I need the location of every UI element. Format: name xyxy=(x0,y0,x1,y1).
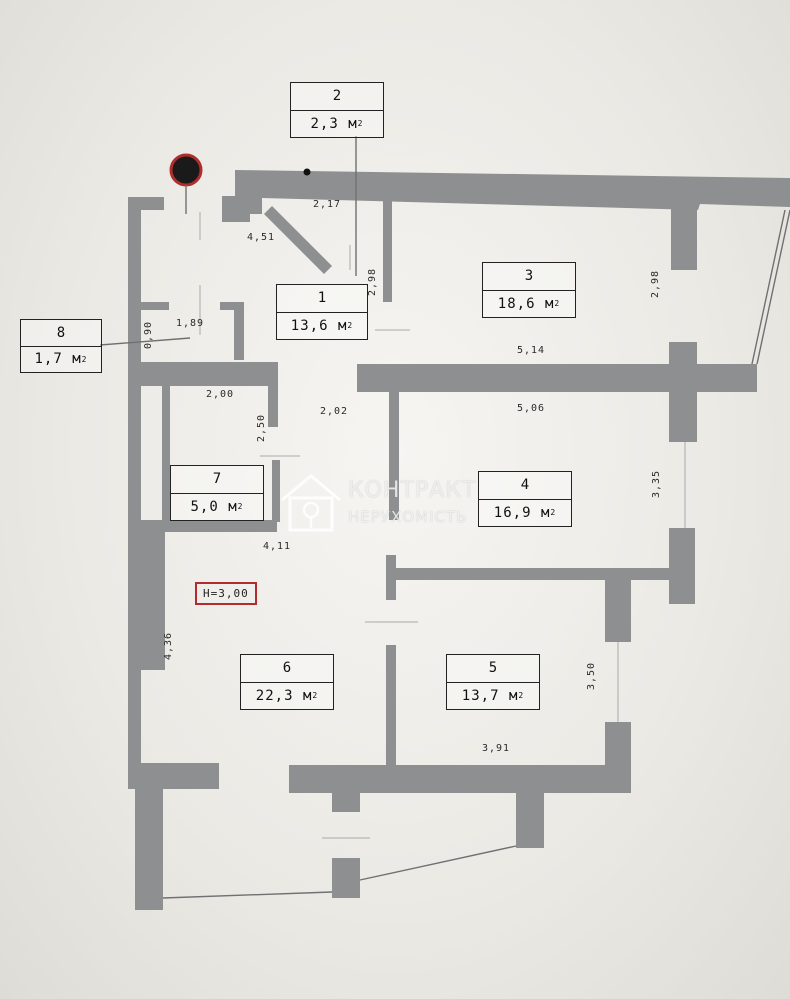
right-wall-4 xyxy=(605,580,631,642)
watermark-line-1: КОНТРАКТ xyxy=(348,478,477,503)
wall-room56-divider-top xyxy=(386,555,396,600)
dim-3-91: 3,91 xyxy=(482,743,511,754)
room-5-number: 5 xyxy=(447,655,539,683)
wall-bath-leftv xyxy=(162,386,170,526)
room-7-area-exponent: 2 xyxy=(237,502,244,512)
room-5-area: 13,7 м xyxy=(461,687,519,704)
window-room3 xyxy=(756,209,790,365)
dim-2-00: 2,00 xyxy=(206,389,235,400)
room-7-area: 5,0 м xyxy=(190,498,238,515)
wall-bottom-right xyxy=(289,765,631,793)
room-6-number: 6 xyxy=(241,655,333,683)
dim-4-36: 4,36 xyxy=(163,631,174,660)
wall-bath-right xyxy=(268,362,278,427)
dim-0-90: 0,90 xyxy=(143,320,154,349)
balcony-rail-left xyxy=(162,891,333,899)
ceiling-height-label: H=3,00 xyxy=(195,582,257,605)
wall-closet-right xyxy=(234,302,244,360)
room-3-area-exponent: 2 xyxy=(554,299,561,309)
dim-4-11: 4,11 xyxy=(263,541,292,552)
balcony-rail-right xyxy=(359,845,517,881)
watermark-house-icon xyxy=(281,474,341,532)
wall-entry-stub xyxy=(222,196,250,222)
dim-5-06: 5,06 xyxy=(517,403,546,414)
wall-bath-bottom xyxy=(162,520,277,532)
room-1-number: 1 xyxy=(277,285,367,313)
dim-1-89: 1,89 xyxy=(176,318,205,329)
top-wall xyxy=(235,170,790,214)
wall-closet-top2 xyxy=(220,302,244,310)
wall-diagonal xyxy=(264,206,332,274)
right-wall-3 xyxy=(669,528,695,604)
room-8-area: 1,7 м xyxy=(34,351,82,368)
room-8-area-exponent: 2 xyxy=(81,354,88,364)
leader-room-8 xyxy=(99,337,191,346)
room-4-area: 16,9 м xyxy=(493,504,551,521)
left-balcony-wall xyxy=(135,787,163,910)
leader-dot xyxy=(303,168,311,176)
meter-marker-icon xyxy=(169,153,203,187)
window-room3-b xyxy=(751,209,786,365)
dim-2-50: 2,50 xyxy=(256,413,267,442)
wall-room56-divider xyxy=(386,645,396,767)
wall-5-14 xyxy=(357,364,757,392)
wall-room3-left-top xyxy=(383,198,392,302)
wall-room5-top xyxy=(395,568,671,580)
watermark-line-2: НЕРУХОМІСТЬ xyxy=(348,508,468,526)
wall-room4-stub xyxy=(272,460,280,522)
room-4-area-exponent: 2 xyxy=(550,508,557,518)
room-6-area-exponent: 2 xyxy=(312,691,319,701)
room-4-number: 4 xyxy=(479,472,571,500)
wall-bottom-left xyxy=(128,763,219,789)
wall-balcony-center xyxy=(332,858,360,898)
room-2-area-exponent: 2 xyxy=(357,119,364,129)
room-7-number: 7 xyxy=(171,466,263,494)
left-outer-wall xyxy=(128,197,141,787)
room-2-number: 2 xyxy=(291,83,383,111)
wall-balcony-pillar xyxy=(332,790,360,812)
wall-closet-top xyxy=(135,302,169,310)
dim-2-17: 2,17 xyxy=(313,199,342,210)
dim-5-14: 5,14 xyxy=(517,345,546,356)
room-3-number: 3 xyxy=(483,263,575,291)
room-8-number: 8 xyxy=(21,320,101,347)
wall-left-niche xyxy=(135,520,165,670)
room-1-area: 13,6 м xyxy=(290,317,348,334)
dim-3-50: 3,50 xyxy=(586,661,597,690)
dim-3-35: 3,35 xyxy=(651,469,662,498)
wall-bath-left xyxy=(135,362,277,386)
wall-room4-left xyxy=(389,392,399,520)
room-6-area: 22,3 м xyxy=(255,687,313,704)
dim-2-98-a: 2,98 xyxy=(367,267,378,296)
dim-2-02: 2,02 xyxy=(320,406,349,417)
dim-4-51: 4,51 xyxy=(247,232,276,243)
watermark: КОНТРАКТ НЕРУХОМІСТЬ xyxy=(278,470,518,534)
dim-2-98-b: 2,98 xyxy=(650,269,661,298)
right-wall-1 xyxy=(671,204,697,270)
room-3-area: 18,6 м xyxy=(497,295,555,312)
room-1-area-exponent: 2 xyxy=(347,321,354,331)
room-5-area-exponent: 2 xyxy=(518,691,525,701)
room-2-area: 2,3 м xyxy=(310,115,358,132)
wall-balcony-right xyxy=(516,790,544,848)
